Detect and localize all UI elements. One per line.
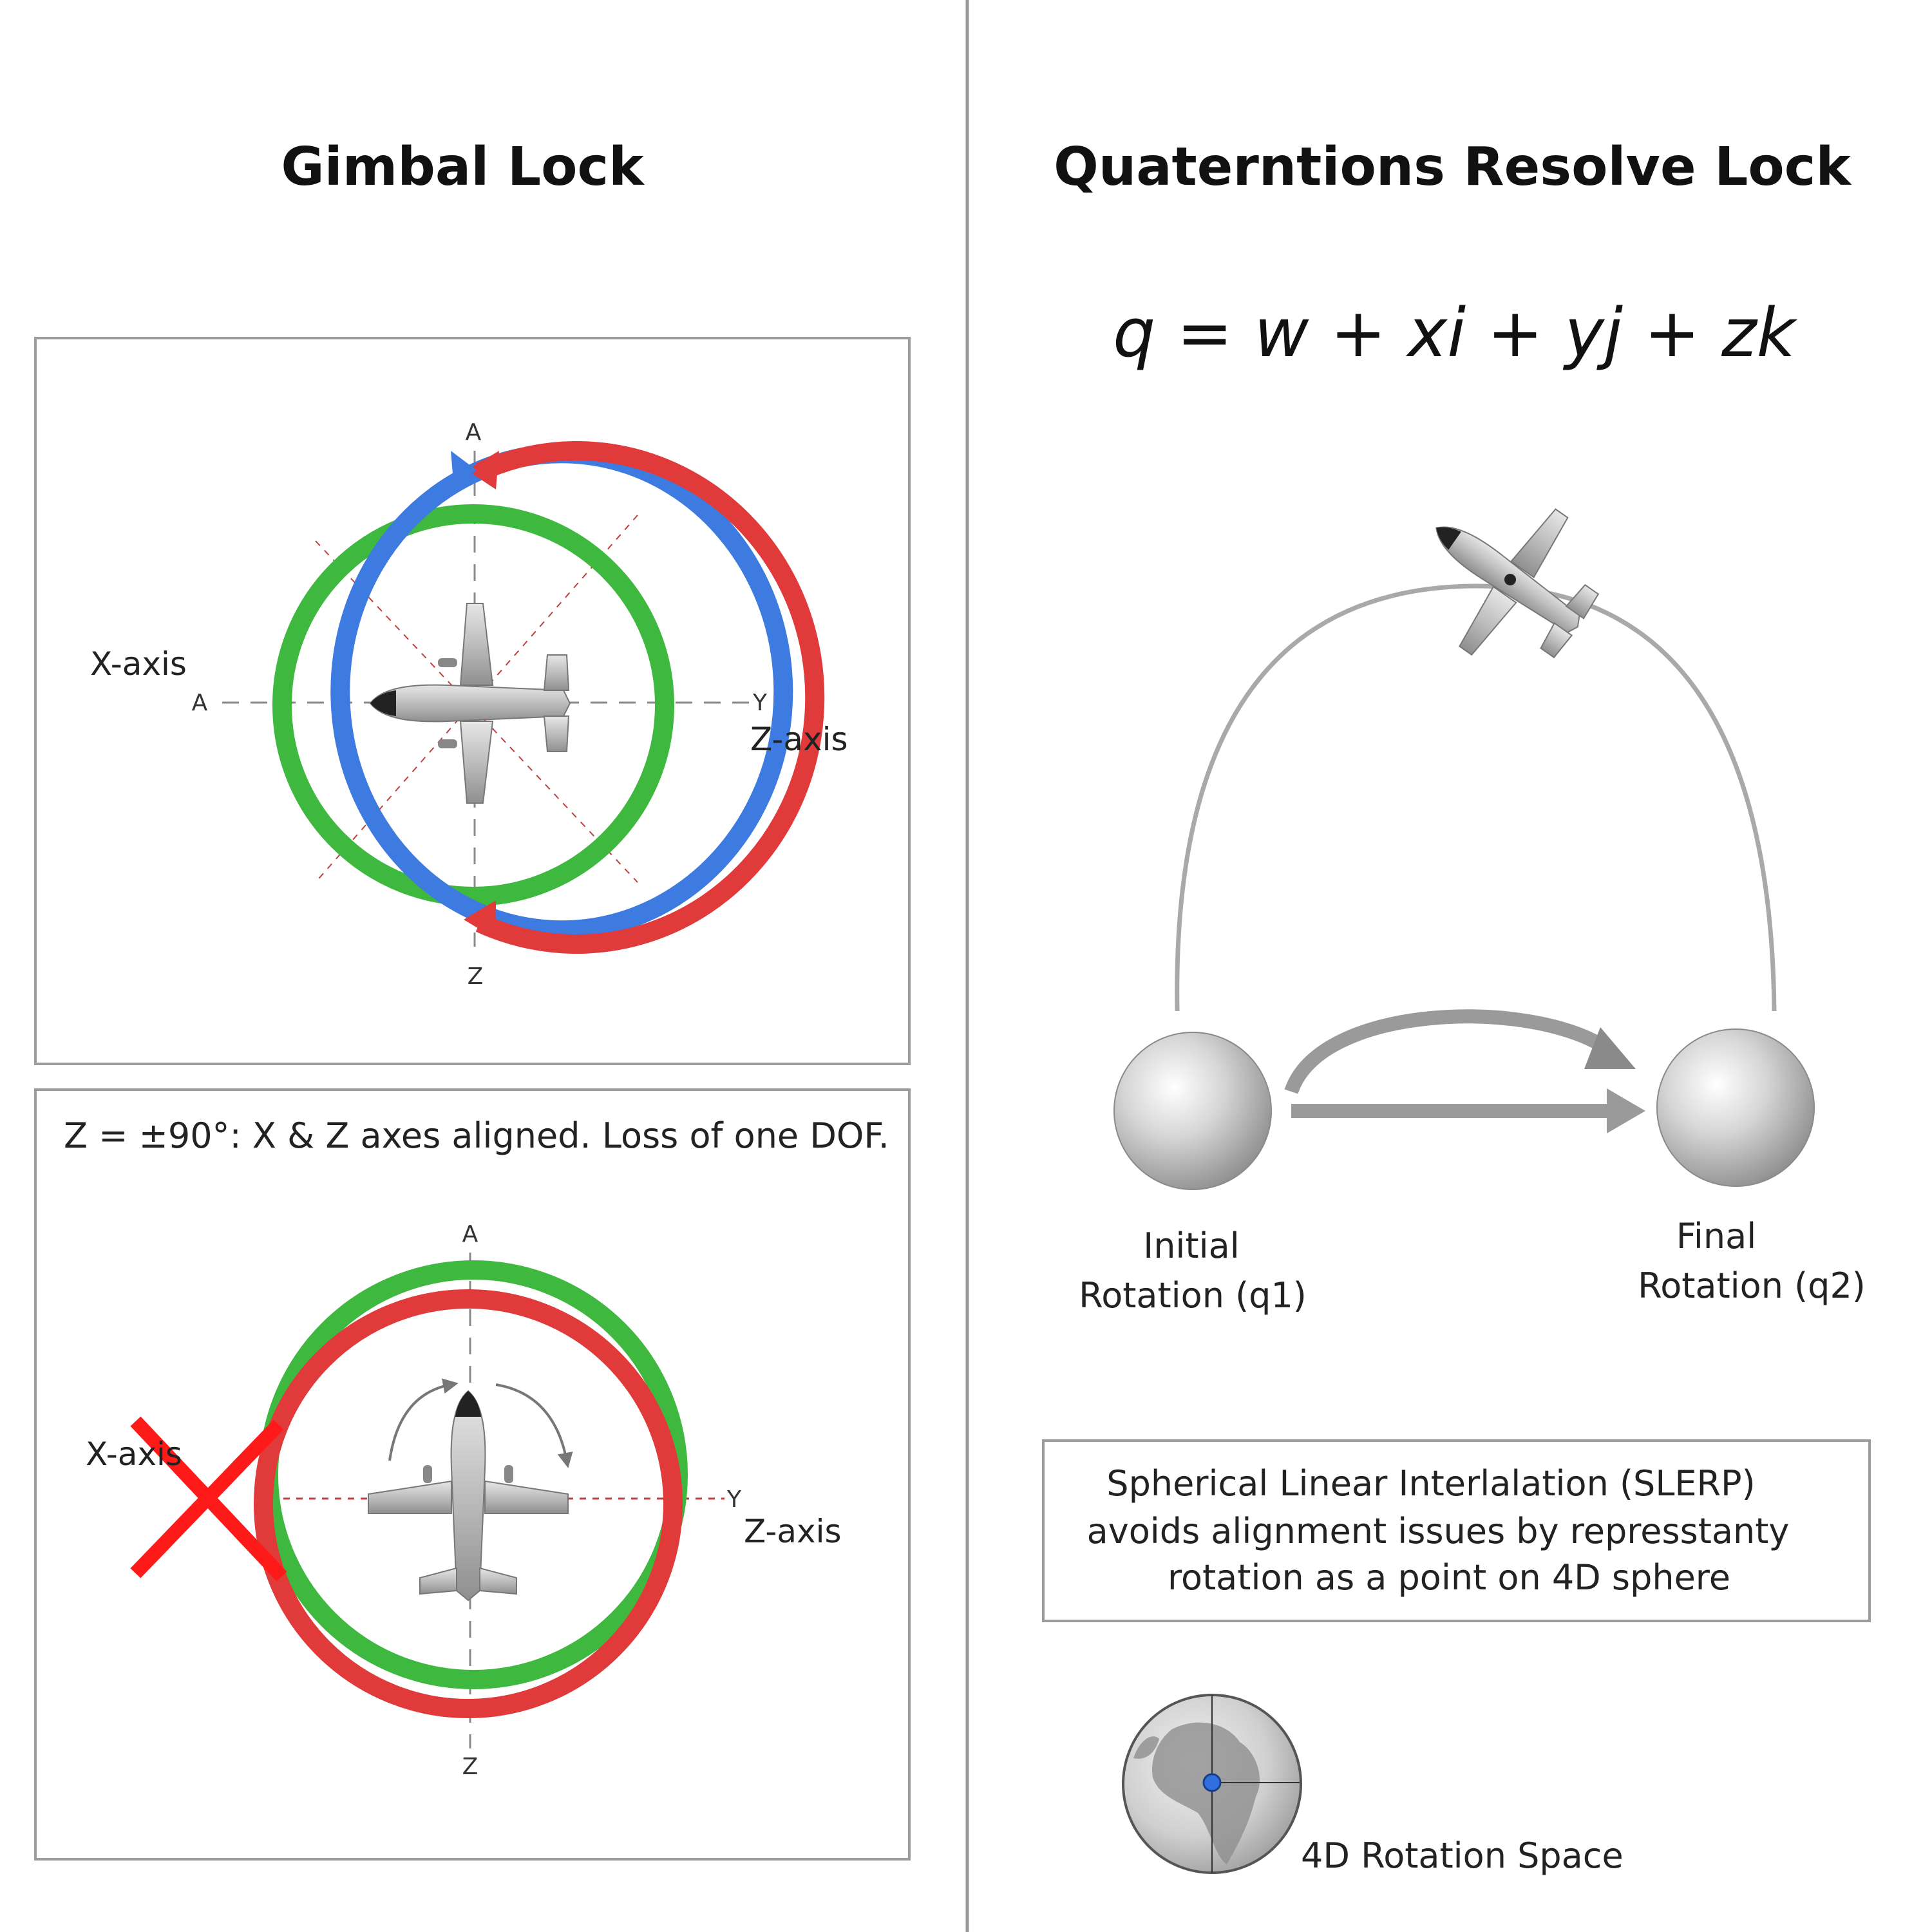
bottom-z-axis-label: Z-axis — [744, 1513, 842, 1550]
top-tick-right: Y — [752, 690, 768, 716]
slerp-note-line3: rotation as a point on 4D sphere — [1168, 1557, 1730, 1598]
arrow-icon — [1607, 1088, 1645, 1133]
top-tick-top: A — [466, 419, 482, 446]
bottom-tick-top: A — [462, 1221, 478, 1247]
initial-rotation-sphere-icon — [1113, 1032, 1272, 1190]
top-z-axis-label: Z-axis — [750, 721, 848, 758]
bottom-gimbal-diagram: Z = ±90°: X & Z axes aligned. Loss of on… — [34, 1088, 911, 1861]
slerp-note-line2: avoids alignment issues by represstanty — [1087, 1511, 1790, 1551]
globe-label: 4D Rotation Space — [1301, 1835, 1624, 1876]
right-panel-title: Quaterntions Resolve Lock — [1054, 137, 1852, 198]
top-tick-bottom: Z — [468, 963, 484, 990]
final-rotation-sphere-icon — [1656, 1028, 1815, 1187]
initial-rotation-label-line1: Initial — [1143, 1226, 1239, 1266]
cross-mark-icon — [130, 1416, 287, 1582]
final-rotation-label-line1: Final — [1676, 1216, 1756, 1256]
top-x-axis-label: X-axis — [90, 645, 187, 683]
red-arrowhead-top — [467, 451, 499, 489]
rotation-arc-left — [388, 1378, 459, 1461]
airplane-icon — [369, 603, 571, 804]
arrow-icon — [1584, 1027, 1636, 1069]
red-arrowhead-bottom — [464, 900, 496, 939]
left-panel-title: Gimbal Lock — [281, 137, 645, 198]
quaternion-equation: q = w + xi + yj + zk — [1113, 294, 1798, 372]
blue-arrowhead-top — [451, 451, 477, 489]
airplane-icon — [1435, 508, 1600, 659]
bottom-tick-right: Y — [726, 1486, 742, 1513]
top-gimbal-diagram: A A Y Z X-axis Z-axis — [34, 337, 911, 1065]
slerp-arc-path — [1175, 583, 1777, 1012]
bottom-tick-bottom: Z — [462, 1754, 478, 1780]
airplane-icon — [368, 1390, 569, 1602]
green-ring — [272, 504, 674, 906]
bottom-diagram-frame — [34, 1088, 911, 1861]
arrow-icon — [1284, 1009, 1607, 1094]
top-diagram-frame — [34, 337, 911, 1065]
initial-rotation-label-line2: Rotation (q1) — [1079, 1275, 1307, 1316]
top-diagonal-2 — [315, 515, 638, 883]
globe-icon — [1122, 1694, 1302, 1874]
slerp-note-box — [1042, 1439, 1871, 1622]
top-tick-left: A — [192, 690, 208, 716]
red-ring — [475, 441, 825, 954]
gimbal-lock-caption: Z = ±90°: X & Z axes aligned. Loss of on… — [64, 1115, 889, 1156]
final-rotation-label-line2: Rotation (q2) — [1638, 1265, 1866, 1306]
slerp-note-line1: Spherical Linear Interlalation (SLERP) — [1106, 1463, 1755, 1504]
rotation-arc-right — [495, 1383, 573, 1468]
red-ring-locked — [254, 1289, 683, 1718]
bottom-x-axis-label: X-axis — [86, 1435, 182, 1473]
